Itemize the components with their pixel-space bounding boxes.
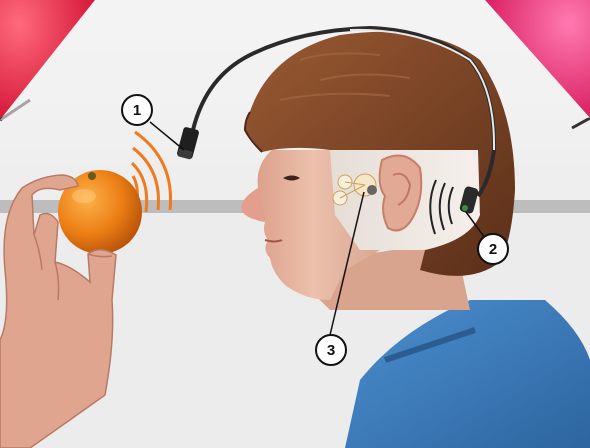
callout-1-number: 1: [133, 102, 141, 119]
callout-2-number: 2: [489, 241, 497, 258]
callout-2: 2: [478, 234, 508, 264]
callout-1: 1: [122, 95, 152, 125]
callout-3-number: 3: [327, 342, 335, 359]
callout-3: 3: [316, 335, 346, 365]
